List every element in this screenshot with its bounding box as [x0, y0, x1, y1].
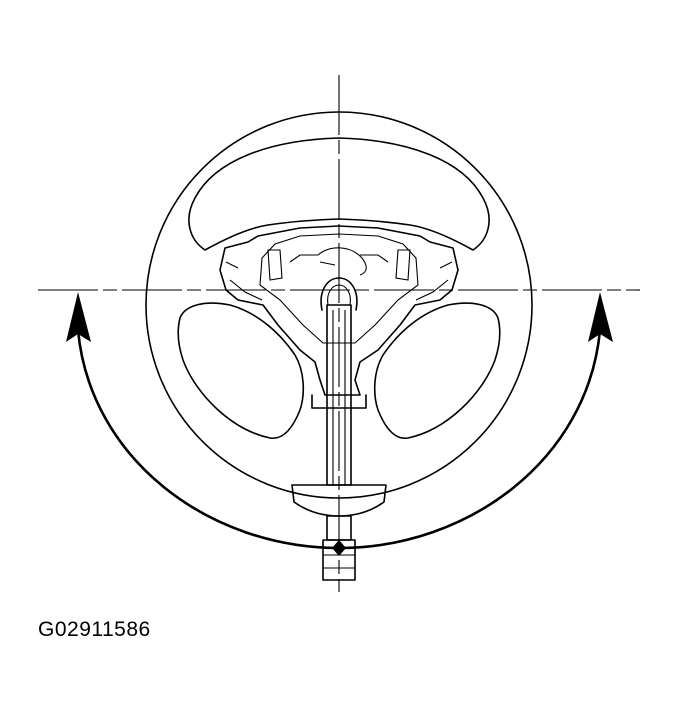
- spoke-lower-left: [225, 261, 263, 301]
- hub-detail-left: [267, 249, 318, 281]
- rim-inner-top: [188, 137, 490, 251]
- center-lines: [38, 75, 640, 592]
- hub-detail-center: [317, 247, 367, 276]
- arrow-left-icon: [66, 292, 91, 342]
- rotation-indicator: [66, 292, 613, 550]
- steering-wheel-hub: [219, 225, 459, 409]
- steering-wheel-rim: [145, 111, 533, 499]
- hub-inner: [259, 233, 419, 344]
- spoke-lower-right: [415, 261, 453, 301]
- tool-hook-inner: [327, 284, 351, 306]
- rotation-arc: [76, 329, 602, 550]
- hub-detail-right: [360, 249, 411, 281]
- rim-opening-right: [373, 302, 501, 439]
- rim-outer: [145, 111, 533, 499]
- figure-id-label: G02911586: [38, 618, 151, 641]
- hub-lower-block: [311, 394, 367, 409]
- tool-hook: [320, 277, 358, 311]
- hub-outline: [219, 225, 459, 396]
- rim-opening-left: [177, 302, 305, 439]
- arrow-right-icon: [588, 292, 613, 342]
